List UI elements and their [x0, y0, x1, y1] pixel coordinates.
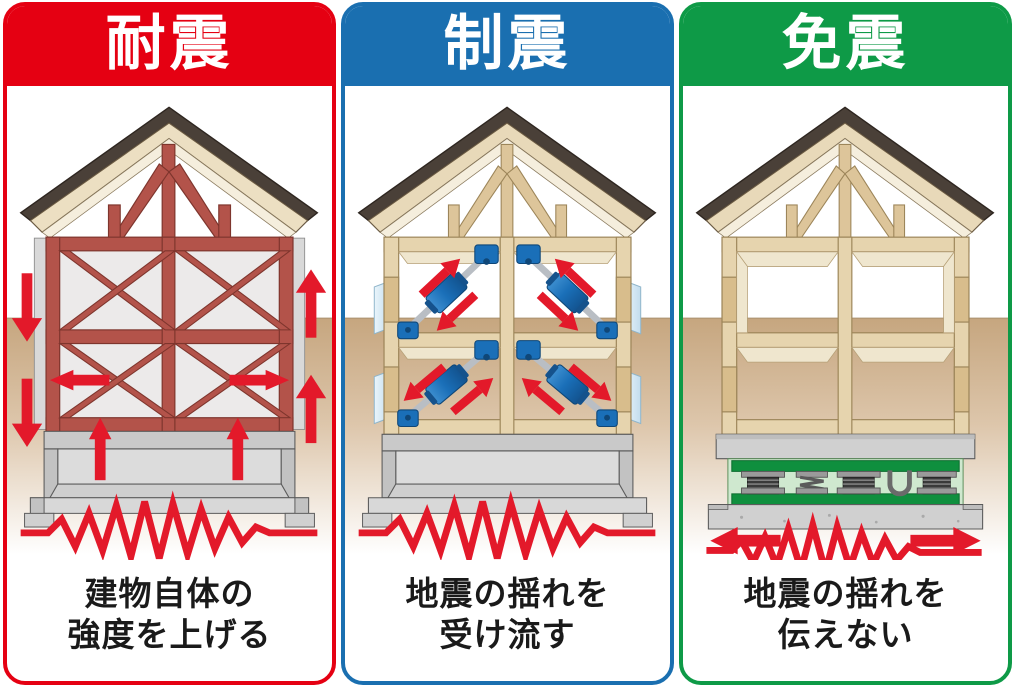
caption-line-2: 伝えない	[777, 615, 914, 654]
isolator-plate-bottom	[731, 493, 960, 506]
panel-menshin: 免震	[679, 2, 1012, 685]
coil-spring	[795, 470, 828, 495]
x-brace-lower-left	[58, 343, 177, 419]
damper-arrow-pair-upper-right	[536, 258, 597, 331]
arrow-right-ground	[910, 527, 981, 555]
seismic-wave	[358, 490, 656, 560]
damper-arrow-pair-lower-right	[521, 363, 612, 416]
roof-truss	[447, 143, 568, 241]
caption-line-1: 建物自体の	[84, 574, 255, 614]
damper-upper-left	[397, 244, 499, 340]
panel-seishin: 制震	[341, 2, 674, 685]
panel-menshin-header: 免震	[683, 6, 1008, 86]
arrow-down-left-upper	[11, 273, 43, 342]
arrow-right-mid	[229, 369, 290, 391]
rubber-bearing-2	[836, 470, 881, 495]
arrow-up-bottom-right	[226, 417, 250, 481]
arrow-up-bottom-left	[88, 417, 112, 481]
timber-frame	[721, 236, 970, 435]
isolator-plate-top	[731, 460, 960, 472]
force-arrows	[11, 269, 327, 481]
caption-line-1: 地震の揺れを	[405, 574, 610, 614]
panel-seishin-caption: 地震の揺れを 受け流す	[345, 559, 670, 671]
panel-menshin-illustration	[683, 90, 1008, 560]
damper-arrow-pair-upper-left	[418, 258, 479, 331]
arrow-left-mid	[49, 369, 110, 391]
panel-taishin-illustration	[7, 90, 332, 560]
panel-menshin-caption: 地震の揺れを 伝えない	[683, 559, 1008, 671]
rubber-bearing-3	[916, 470, 957, 495]
panel-taishin-caption: 建物自体の 強度を上げる	[7, 559, 332, 671]
seismic-wave	[20, 490, 318, 560]
foundation	[362, 433, 653, 528]
arrow-up-right-lower	[295, 374, 327, 444]
panel-taishin-title: 耐震	[105, 9, 234, 79]
damper-arrow-pair-lower-left	[403, 363, 494, 416]
x-brace-upper-right	[173, 250, 292, 331]
panel-taishin-header: 耐震	[7, 6, 332, 86]
base-isolation-system	[707, 433, 984, 530]
u-damper	[887, 470, 912, 497]
panel-seishin-illustration	[345, 90, 670, 560]
roof-truss	[785, 143, 906, 241]
caption-line-1: 地震の揺れを	[743, 574, 948, 614]
timber-frame	[383, 236, 632, 435]
damper-lower-left	[397, 340, 499, 428]
damper-upper-right	[516, 244, 618, 340]
rubber-bearing-1	[741, 470, 785, 495]
panel-seishin-header: 制震	[345, 6, 670, 86]
panel-taishin: 耐震	[3, 2, 336, 685]
panel-menshin-title: 免震	[781, 9, 910, 79]
roof-truss	[107, 143, 232, 241]
caption-line-2: 受け流す	[439, 615, 576, 654]
arrow-down-left-lower	[11, 378, 43, 447]
x-brace-upper-left	[58, 250, 177, 331]
arrow-up-right-upper	[295, 269, 327, 338]
foundation	[24, 430, 315, 528]
panel-seishin-title: 制震	[443, 9, 572, 79]
damper-motion-arrows	[403, 258, 612, 416]
caption-line-2: 強度を上げる	[67, 615, 272, 654]
damper-lower-right	[516, 340, 618, 428]
